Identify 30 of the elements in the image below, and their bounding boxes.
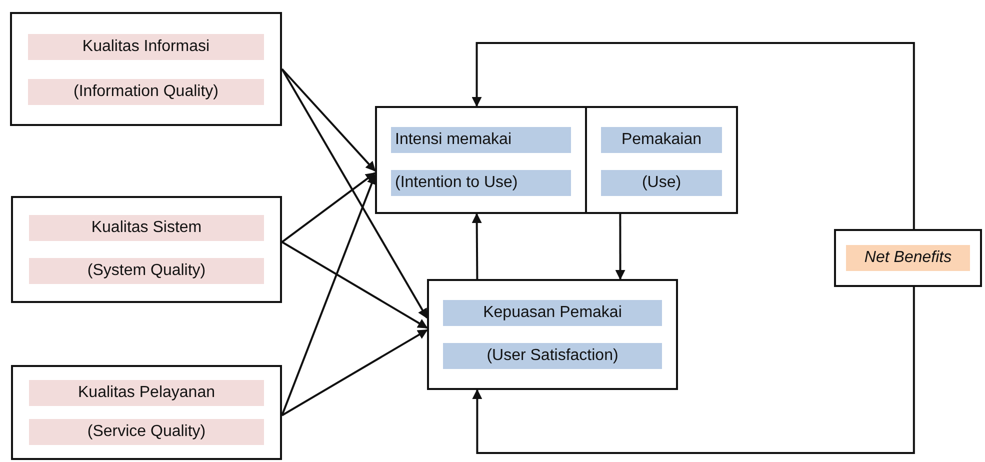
arrow xyxy=(281,172,376,243)
construct-label: Kualitas Sistem xyxy=(29,214,264,241)
arrow xyxy=(281,68,376,172)
construct-label: Kualitas Pelayanan xyxy=(29,380,264,406)
arrow xyxy=(472,42,915,229)
construct-label: Intensi memakai xyxy=(391,126,571,152)
construct-label: Kepuasan Pemakai xyxy=(443,300,662,326)
construct-label: Net Benefits xyxy=(846,245,970,271)
construct-label: Pemakaian xyxy=(601,126,722,152)
construct-box xyxy=(585,106,738,214)
construct-box xyxy=(11,365,282,460)
construct-label: (Intention to Use) xyxy=(391,170,571,196)
construct-label: (Use) xyxy=(601,170,722,196)
construct-label: (User Satisfaction) xyxy=(443,343,662,370)
arrow xyxy=(472,287,915,454)
arrow xyxy=(282,329,428,416)
construct-label: (Information Quality) xyxy=(28,78,264,104)
construct-label: (Service Quality) xyxy=(29,419,264,446)
arrow xyxy=(281,68,428,319)
arrow xyxy=(281,174,376,416)
construct-box xyxy=(834,229,982,287)
arrow xyxy=(472,213,482,279)
arrow xyxy=(281,241,428,329)
construct-label: Kualitas Informasi xyxy=(28,34,264,60)
construct-box xyxy=(11,196,282,303)
construct-box xyxy=(10,12,282,126)
construct-box xyxy=(427,279,678,390)
construct-label: (System Quality) xyxy=(29,258,264,284)
arrow xyxy=(615,214,626,280)
construct-box xyxy=(375,106,587,214)
